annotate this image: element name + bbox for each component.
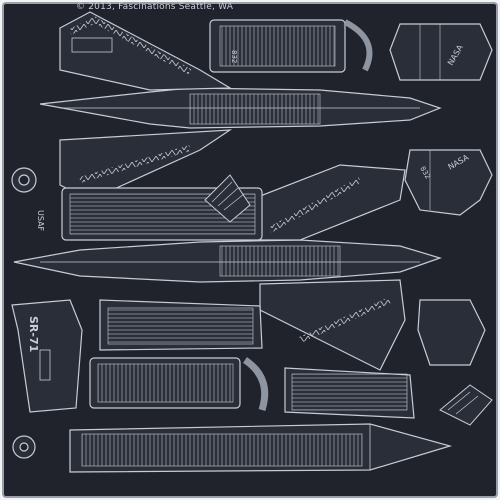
number-label-top: 832 xyxy=(230,50,238,63)
fan-part-lower xyxy=(439,384,493,426)
fan-part-upper xyxy=(204,174,251,223)
lower-left-nacelle xyxy=(99,299,263,351)
middle-fuselage-part xyxy=(13,239,442,283)
lower-center-nacelle xyxy=(89,357,269,412)
right-gear-bracket xyxy=(417,299,486,366)
lower-right-nacelle xyxy=(284,367,415,419)
sr71-label: SR-71 xyxy=(27,316,40,352)
copyright-text: © 2013, Fascinations Seattle, WA xyxy=(76,2,234,12)
right-tail-part xyxy=(404,149,493,216)
usaf-label-mid: USAF xyxy=(36,210,45,232)
top-nacelle-part xyxy=(209,19,373,73)
middle-wing-bottom xyxy=(259,279,406,371)
upper-fuselage-part xyxy=(39,87,442,129)
top-right-stabilizer xyxy=(389,23,493,81)
gear-part-left xyxy=(11,167,37,193)
upper-wing-top xyxy=(59,11,233,91)
gear-part-bottom-left xyxy=(12,435,36,459)
upper-wing-bottom xyxy=(59,129,233,201)
sr71-tail-plate xyxy=(11,299,83,413)
bottom-long-body xyxy=(69,423,453,473)
